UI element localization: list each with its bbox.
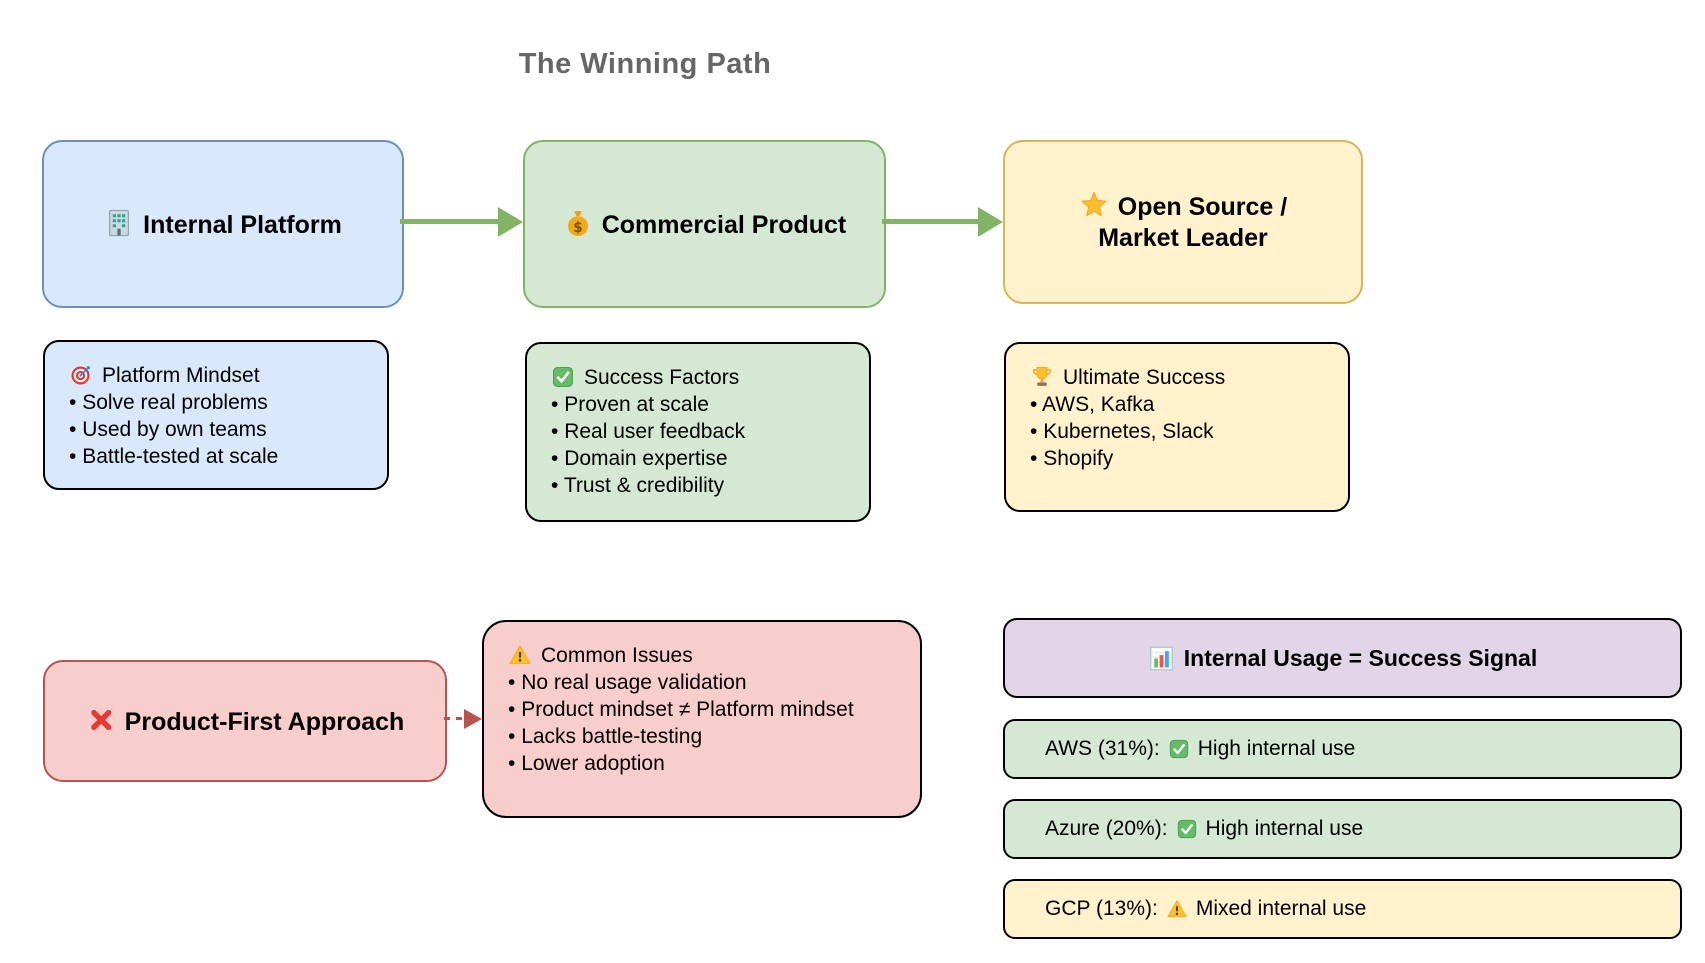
bar-label: GCP (13%):	[1045, 897, 1158, 920]
detail-ultimate-success: Ultimate Success AWS, Kafka Kubernetes, …	[1004, 342, 1350, 512]
bullet-item: Solve real problems	[69, 389, 363, 416]
bullet-item: Kubernetes, Slack	[1030, 418, 1324, 445]
money-bag-icon: $	[563, 208, 593, 238]
dashed-arrow	[444, 708, 482, 730]
node-open-source-leader: Open Source / Market Leader	[1003, 140, 1363, 304]
bullet-item: Shopify	[1030, 445, 1324, 472]
bar-label: Azure (20%):	[1045, 817, 1168, 840]
flow-arrow-2	[882, 207, 1003, 237]
node-label-wrap: Product-First Approach	[86, 705, 405, 738]
diagram-title: The Winning Path	[518, 48, 772, 80]
bullet-item: Trust & credibility	[551, 472, 845, 499]
check-mark-icon	[551, 365, 575, 389]
bullet-item: Used by own teams	[69, 416, 363, 443]
detail-success-factors: Success Factors Proven at scale Real use…	[525, 342, 871, 522]
detail-common-issues: Common Issues No real usage validation P…	[482, 620, 922, 818]
detail-bullet-list: No real usage validation Product mindset…	[508, 669, 896, 777]
detail-bullet-list: Solve real problems Used by own teams Ba…	[69, 389, 363, 470]
warning-icon	[508, 643, 532, 667]
bar-label: AWS (31%):	[1045, 737, 1160, 760]
check-mark-icon	[1168, 738, 1190, 760]
detail-title: Common Issues	[541, 644, 693, 667]
bullet-item: Battle-tested at scale	[69, 443, 363, 470]
detail-title: Platform Mindset	[102, 364, 260, 387]
bullet-item: Lower adoption	[508, 750, 896, 777]
warning-icon	[1166, 898, 1188, 920]
bar-chart-icon	[1148, 645, 1175, 672]
bar-status: High internal use	[1205, 817, 1364, 840]
node-commercial-product: $ Commercial Product	[523, 140, 886, 308]
bullet-item: No real usage validation	[508, 669, 896, 696]
node-label-wrap: $ Commercial Product	[563, 208, 847, 241]
trophy-icon	[1030, 365, 1054, 389]
glowing-star-icon	[1079, 190, 1109, 220]
node-label: Product-First Approach	[124, 707, 405, 736]
detail-title-wrap: Success Factors	[551, 364, 845, 391]
bullet-item: Lacks battle-testing	[508, 723, 896, 750]
signal-bar-aws: AWS (31%): High internal use	[1003, 719, 1682, 779]
signal-bar-gcp: GCP (13%): Mixed internal use	[1003, 879, 1682, 939]
signal-header-label: Internal Usage = Success Signal	[1183, 644, 1538, 671]
bar-status: High internal use	[1197, 737, 1356, 760]
cross-mark-icon	[86, 705, 116, 735]
flow-arrow-1	[400, 207, 523, 237]
bar-status: Mixed internal use	[1195, 897, 1367, 920]
signal-header: Internal Usage = Success Signal	[1003, 618, 1682, 698]
detail-title-wrap: Common Issues	[508, 642, 896, 669]
node-product-first-approach: Product-First Approach	[43, 660, 447, 782]
detail-title-wrap: Platform Mindset	[69, 362, 363, 389]
node-label: Commercial Product	[601, 210, 847, 239]
bullet-item: Domain expertise	[551, 445, 845, 472]
node-internal-platform: Internal Platform	[42, 140, 404, 308]
node-label: Open Source / Market Leader	[1098, 193, 1288, 252]
node-label: Internal Platform	[143, 210, 342, 239]
detail-platform-mindset: Platform Mindset Solve real problems Use…	[43, 340, 389, 490]
signal-bar-azure: Azure (20%): High internal use	[1003, 799, 1682, 859]
bullet-item: Real user feedback	[551, 418, 845, 445]
office-building-icon	[104, 208, 134, 238]
target-icon	[69, 363, 93, 387]
svg-text:$: $	[573, 219, 583, 235]
bullet-item: Proven at scale	[551, 391, 845, 418]
bullet-item: Product mindset ≠ Platform mindset	[508, 696, 896, 723]
detail-title-wrap: Ultimate Success	[1030, 364, 1324, 391]
detail-title: Ultimate Success	[1063, 366, 1226, 389]
bullet-item: AWS, Kafka	[1030, 391, 1324, 418]
node-label-wrap: Internal Platform	[104, 208, 342, 241]
detail-bullet-list: Proven at scale Real user feedback Domai…	[551, 391, 845, 499]
check-mark-icon	[1176, 818, 1198, 840]
detail-bullet-list: AWS, Kafka Kubernetes, Slack Shopify	[1030, 391, 1324, 472]
detail-title: Success Factors	[584, 366, 740, 389]
node-label-wrap: Open Source / Market Leader	[1035, 190, 1331, 254]
